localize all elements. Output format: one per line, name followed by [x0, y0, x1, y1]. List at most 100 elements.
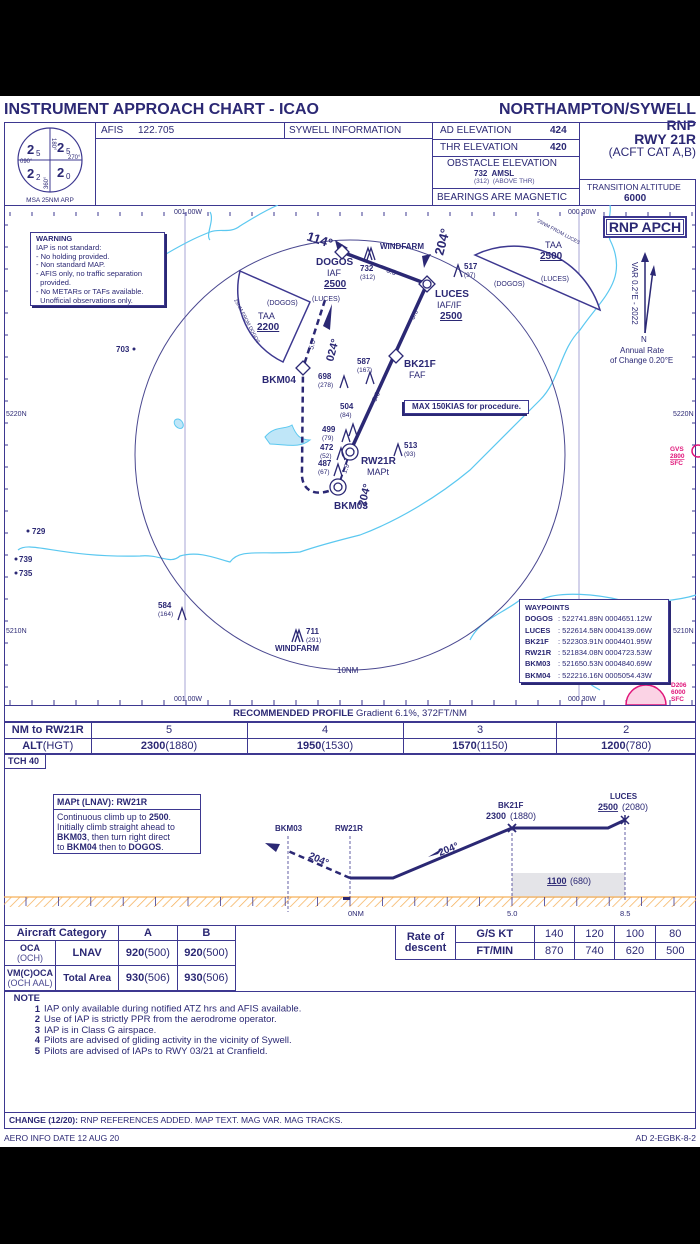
obstacle-icon [336, 445, 346, 461]
thr-elevation-label: THR ELEVATION [440, 142, 518, 153]
track-label: 024° [324, 338, 341, 363]
waypoint-row: BK21F: 522303.91N 0004401.95W [525, 636, 652, 646]
gvs-airspace [691, 444, 700, 458]
minimum-altitude-box [512, 873, 625, 898]
fix-luces-name: LUCES [435, 289, 469, 300]
track-label: 114° [305, 229, 335, 251]
fix-bkm04-name: BKM04 [262, 375, 296, 386]
profile-distance: 8.5 [620, 909, 630, 918]
taa-right-sector [473, 245, 602, 312]
atis-name: SYWELL INFORMATION [289, 125, 402, 136]
warning-title: WARNING [36, 234, 73, 243]
missed-approach-text: Continuous climb up to 2500. Initially c… [57, 812, 175, 852]
svg-text:5: 5 [36, 149, 41, 158]
profile-luces-label: LUCES [610, 792, 638, 801]
longitude-label: 000 30W [568, 209, 596, 216]
obstacle: 584(164) [158, 601, 187, 621]
msa-sector-altitude: 2 [57, 140, 64, 155]
obstacle-icon [365, 369, 375, 385]
profile-outbound-track: 204° [307, 851, 330, 869]
range-ring-10nm [134, 239, 566, 671]
obstacle-height: (312) [360, 274, 375, 281]
distance-label: 3.5 [385, 267, 397, 277]
fix-bk21f-name: BK21F [404, 359, 436, 370]
obstacle-height: (79) [322, 435, 334, 442]
msa-sector-altitude: 2 [57, 165, 64, 180]
obstacle: 587(167) [357, 357, 375, 385]
obstacle-icon [393, 441, 403, 457]
obstacle-icon [341, 427, 351, 443]
ad-elevation-label: AD ELEVATION [440, 125, 512, 136]
fix-cross-icon [507, 823, 517, 833]
descent-path [350, 818, 626, 880]
fix-bk21f-icon [388, 348, 404, 364]
svg-text:0: 0 [66, 172, 71, 181]
obstacle-elevation: 504 [340, 402, 354, 411]
divider [432, 188, 580, 189]
taa-right-fix: (DOGOS) [494, 281, 525, 288]
obstacle-elevation: 513 [404, 441, 418, 450]
msa-sector-altitude: 2 [27, 142, 34, 157]
obstacle-elevation: 711 [306, 627, 319, 636]
obstacle-height: (167) [357, 367, 372, 374]
variation-rate: of Change 0.20°E [610, 356, 673, 365]
spot-height: 703 [116, 345, 130, 354]
taa-left-fix: (DOGOS) [267, 300, 298, 307]
fix-cross-icon [620, 815, 630, 825]
spot-height: 735 [19, 569, 33, 578]
spot-height: 729 [32, 527, 46, 536]
longitude-label: 000 30W [568, 696, 596, 703]
track-arrow-icon [422, 254, 431, 268]
obstacle-elevation-amsl: 732 AMSL [474, 169, 515, 178]
recommended-profile-title: RECOMMENDED PROFILE Gradient 6.1%, 372FT… [5, 706, 695, 722]
waypoint-row: BKM03: 521650.53N 0004840.69W [525, 659, 652, 669]
svg-text:180°: 180° [50, 138, 56, 151]
obstacle-icon [453, 262, 463, 278]
transition-altitude-label: TRANSITION ALTITUDE [587, 182, 681, 192]
msa-sector-altitude: 2 [27, 166, 34, 181]
fix-bkm03-name: BKM03 [334, 501, 368, 512]
divider [284, 122, 285, 139]
svg-text:090°: 090° [20, 159, 33, 165]
warning-line: Unofficial observations only. [36, 295, 133, 305]
waypoints-title: WAYPOINTS [525, 603, 570, 612]
aerodrome-name: NORTHAMPTON/SYWELL [498, 101, 696, 118]
range-ring-label: 10NM [337, 666, 359, 675]
bearings-note: BEARINGS ARE MAGNETIC [437, 192, 568, 203]
obstacle-elevation-label: OBSTACLE ELEVATION [447, 158, 558, 169]
obstacle-elevation: 587 [357, 357, 371, 366]
taa-left-fix: (LUCES) [312, 296, 340, 303]
magnetic-north-arrow [644, 269, 654, 334]
taa-left-altitude: 2200 [257, 322, 280, 333]
profile-diagram: 1100 (680) BKM03 RW21R BK21F 2300 (1880)… [4, 792, 696, 918]
fix-dogos-role: IAF [327, 268, 342, 278]
obstacle: 698(278) [318, 372, 349, 389]
elevation-box [432, 122, 580, 206]
obstacle-height: (278) [318, 382, 333, 389]
chart-type-title: INSTRUMENT APPROACH CHART - ICAO [4, 101, 319, 118]
windfarm-obstacle: 711(291) [291, 627, 321, 644]
obstacle: 499(79) [322, 425, 351, 443]
obstacle-elevation: 499 [322, 425, 336, 434]
track-label: 204° [431, 227, 452, 257]
taa-left-sector [237, 269, 311, 364]
d206-label: D206 [671, 682, 687, 689]
aircraft-category: (ACFT CAT A,B) [608, 145, 696, 159]
windfarm-label: WINDFARM [380, 242, 424, 251]
track-label: 204° [356, 483, 373, 508]
lake [264, 424, 312, 446]
windfarm-label: WINDFARM [275, 644, 319, 653]
taa-left-label: TAA [258, 311, 275, 321]
obstacle: 472(52) [320, 443, 346, 461]
profile-bk21f-label: BK21F [498, 801, 523, 810]
runway-name: RWY 21R [634, 131, 696, 147]
svg-text:270°: 270° [68, 155, 81, 161]
aero-info-date: AERO INFO DATE 12 AUG 20 [4, 1133, 120, 1143]
svg-text:2: 2 [36, 173, 41, 182]
minimum-altitude-value: 1100 [547, 876, 567, 886]
tch-label: TCH 40 [4, 754, 46, 769]
threshold-marker [343, 897, 350, 900]
